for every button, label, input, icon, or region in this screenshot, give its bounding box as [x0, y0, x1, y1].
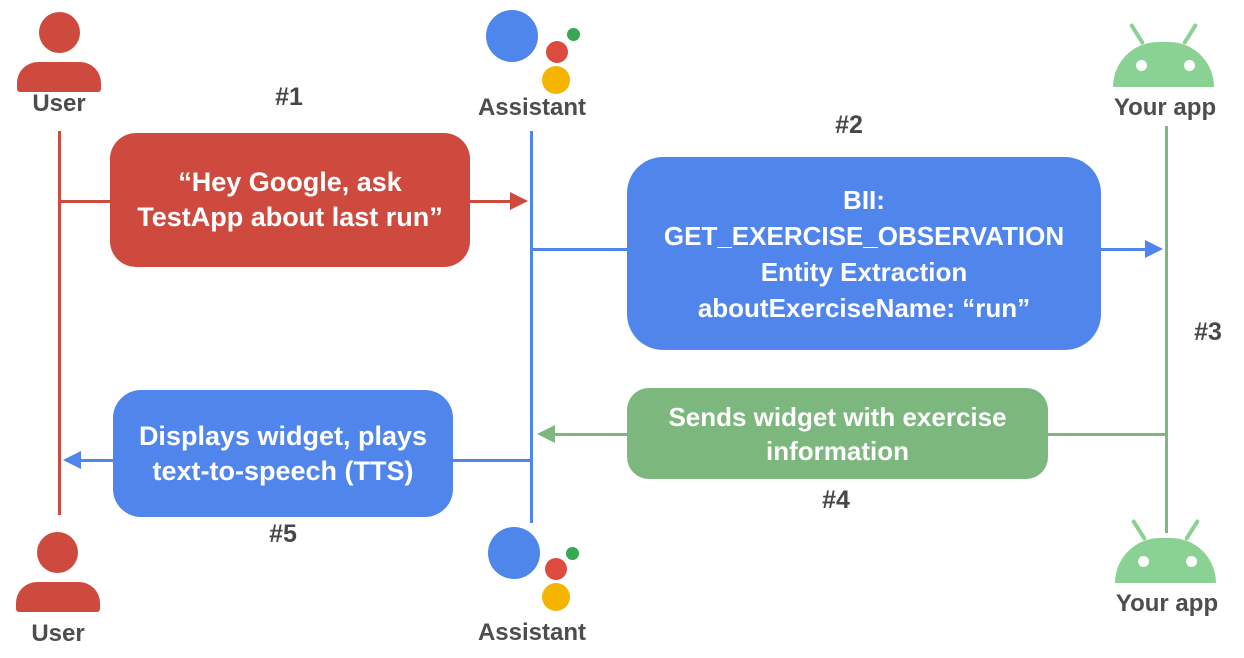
assistant-icon: [486, 10, 538, 62]
assistant-icon-red-dot: [546, 41, 568, 63]
step5-message-box: Displays widget, plays text-to-speech (T…: [113, 390, 453, 517]
step1-message-box: “Hey Google, ask TestApp about last run”: [110, 133, 470, 267]
android-icon-eye-right: [1184, 60, 1195, 71]
step2-text-line1: BII:: [843, 184, 885, 215]
step1-marker: #1: [275, 83, 303, 111]
android-icon: [1115, 538, 1216, 583]
app-top-label: Your app: [1113, 94, 1217, 121]
assistant-bottom-label: Assistant: [477, 619, 587, 646]
step4-text-line2: information: [766, 435, 909, 466]
step4-marker: #4: [822, 486, 850, 514]
step2-text-line2: GET_EXERCISE_OBSERVATION: [663, 220, 1065, 251]
android-icon-antenna-right: [1183, 518, 1201, 542]
step3-marker: #3: [1194, 318, 1222, 346]
step2-arrowhead-icon: [1145, 240, 1163, 258]
user-icon: [37, 532, 78, 573]
step1-arrowhead-icon: [510, 192, 528, 210]
user-bottom-label: User: [31, 620, 85, 647]
assistant-icon-green-dot: [567, 28, 580, 41]
android-icon-antenna-left: [1128, 22, 1146, 46]
step2-text-line3: Entity Extraction: [760, 256, 968, 287]
user-icon: [39, 12, 80, 53]
assistant-icon: [488, 527, 540, 579]
assistant-icon-yellow-dot: [542, 583, 570, 611]
android-icon-eye-left: [1136, 60, 1147, 71]
user-icon-body: [16, 582, 100, 612]
user-top-label: User: [32, 90, 86, 117]
step2-marker: #2: [835, 111, 863, 139]
step5-text-line1: Displays widget, plays: [138, 420, 428, 451]
step4-text-line1: Sends widget with exercise: [668, 401, 1007, 432]
android-icon-eye-right: [1186, 556, 1197, 567]
step5-marker: #5: [269, 520, 297, 548]
assistant-lifeline: [530, 131, 533, 523]
android-icon-antenna-left: [1130, 518, 1148, 542]
user-lifeline: [58, 131, 61, 515]
assistant-icon-yellow-dot: [542, 66, 570, 94]
step5-arrowhead-icon: [63, 451, 81, 469]
android-icon: [1113, 42, 1214, 87]
app-bottom-label: Your app: [1115, 590, 1219, 617]
step4-message-box: Sends widget with exercise information: [627, 388, 1048, 479]
step2-message-box: BII: GET_EXERCISE_OBSERVATION Entity Ext…: [627, 157, 1101, 350]
step4-arrowhead-icon: [537, 425, 555, 443]
android-icon-antenna-right: [1181, 22, 1199, 46]
assistant-icon-green-dot: [566, 547, 579, 560]
app-lifeline: [1165, 126, 1168, 533]
user-icon-body: [17, 62, 101, 92]
step5-text-line2: text-to-speech (TTS): [152, 455, 414, 486]
android-icon-eye-left: [1138, 556, 1149, 567]
step2-text-line4: aboutExerciseName: “run”: [697, 292, 1031, 323]
assistant-top-label: Assistant: [477, 94, 587, 121]
assistant-icon-red-dot: [545, 558, 567, 580]
step1-text-line2: TestApp about last run”: [137, 202, 443, 232]
step1-text-line1: “Hey Google, ask: [178, 167, 402, 197]
